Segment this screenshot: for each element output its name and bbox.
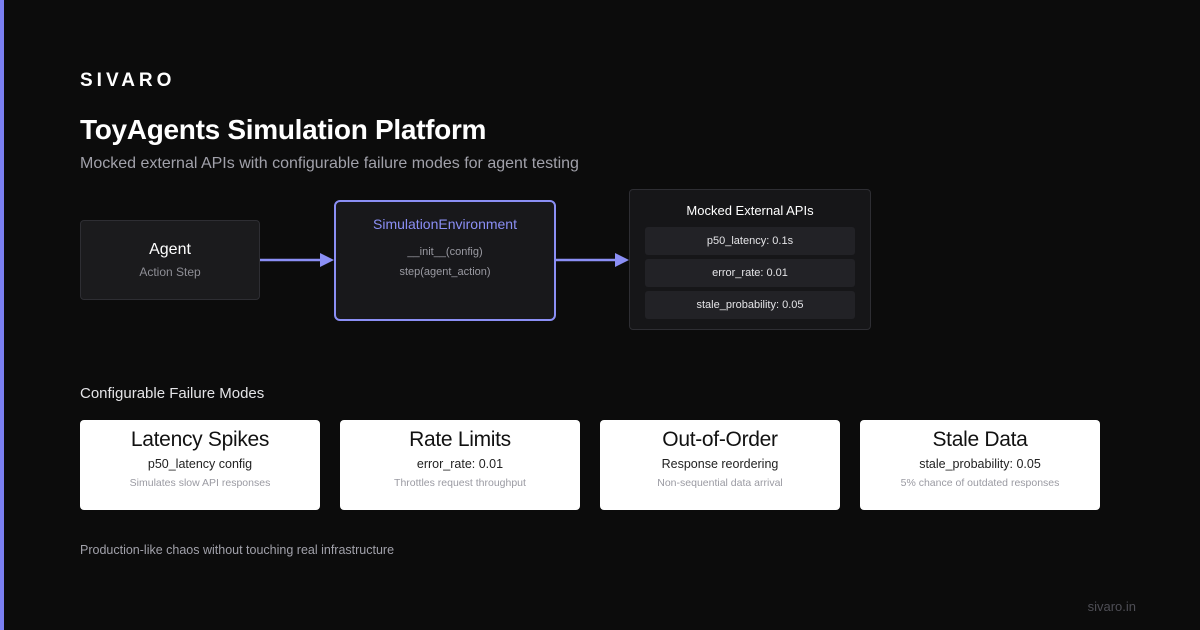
footer-note: Production-like chaos without touching r…	[80, 543, 395, 557]
mocked-apis-node: Mocked External APIs p50_latency: 0.1s e…	[629, 189, 871, 330]
agent-node-title: Agent	[149, 241, 191, 258]
card-description: Throttles request throughput	[394, 477, 526, 489]
card-detail: Response reordering	[661, 457, 779, 471]
card-detail: stale_probability: 0.05	[919, 457, 1041, 471]
page-subtitle: Mocked external APIs with configurable f…	[80, 155, 579, 172]
api-config-item: stale_probability: 0.05	[645, 291, 855, 319]
failure-card-rate-limits: Rate Limits error_rate: 0.01 Throttles r…	[340, 420, 580, 510]
simulation-method-init: __init__(config)	[407, 246, 483, 258]
mocked-apis-title: Mocked External APIs	[686, 203, 814, 218]
agent-node: Agent Action Step	[80, 220, 260, 300]
card-description: 5% chance of outdated responses	[900, 477, 1060, 489]
simulation-node-title: SimulationEnvironment	[373, 216, 517, 232]
card-title: Out-of-Order	[662, 428, 778, 451]
failure-card-stale-data: Stale Data stale_probability: 0.05 5% ch…	[860, 420, 1100, 510]
simulation-environment-node: SimulationEnvironment __init__(config) s…	[334, 200, 556, 321]
arrowhead-agent-to-simulation	[320, 253, 334, 267]
agent-node-subtitle: Action Step	[139, 265, 201, 279]
failure-modes-heading: Configurable Failure Modes	[80, 385, 265, 402]
page-title: ToyAgents Simulation Platform	[80, 114, 487, 145]
failure-card-latency: Latency Spikes p50_latency config Simula…	[80, 420, 320, 510]
card-title: Latency Spikes	[130, 428, 270, 451]
failure-mode-cards: Latency Spikes p50_latency config Simula…	[80, 420, 1100, 510]
card-title: Rate Limits	[409, 428, 511, 451]
simulation-method-step: step(agent_action)	[399, 266, 491, 278]
api-config-item: p50_latency: 0.1s	[645, 227, 855, 255]
brand-logo: SIVARO	[80, 70, 176, 91]
arrowhead-simulation-to-apis	[615, 253, 629, 267]
site-url: sivaro.in	[1087, 599, 1136, 614]
card-title: Stale Data	[932, 428, 1028, 451]
card-detail: p50_latency config	[147, 457, 253, 471]
card-description: Simulates slow API responses	[129, 477, 271, 489]
card-detail: error_rate: 0.01	[416, 457, 504, 471]
failure-card-out-of-order: Out-of-Order Response reordering Non-seq…	[600, 420, 840, 510]
accent-bar	[0, 0, 4, 630]
api-config-item: error_rate: 0.01	[645, 259, 855, 287]
card-description: Non-sequential data arrival	[657, 477, 783, 489]
